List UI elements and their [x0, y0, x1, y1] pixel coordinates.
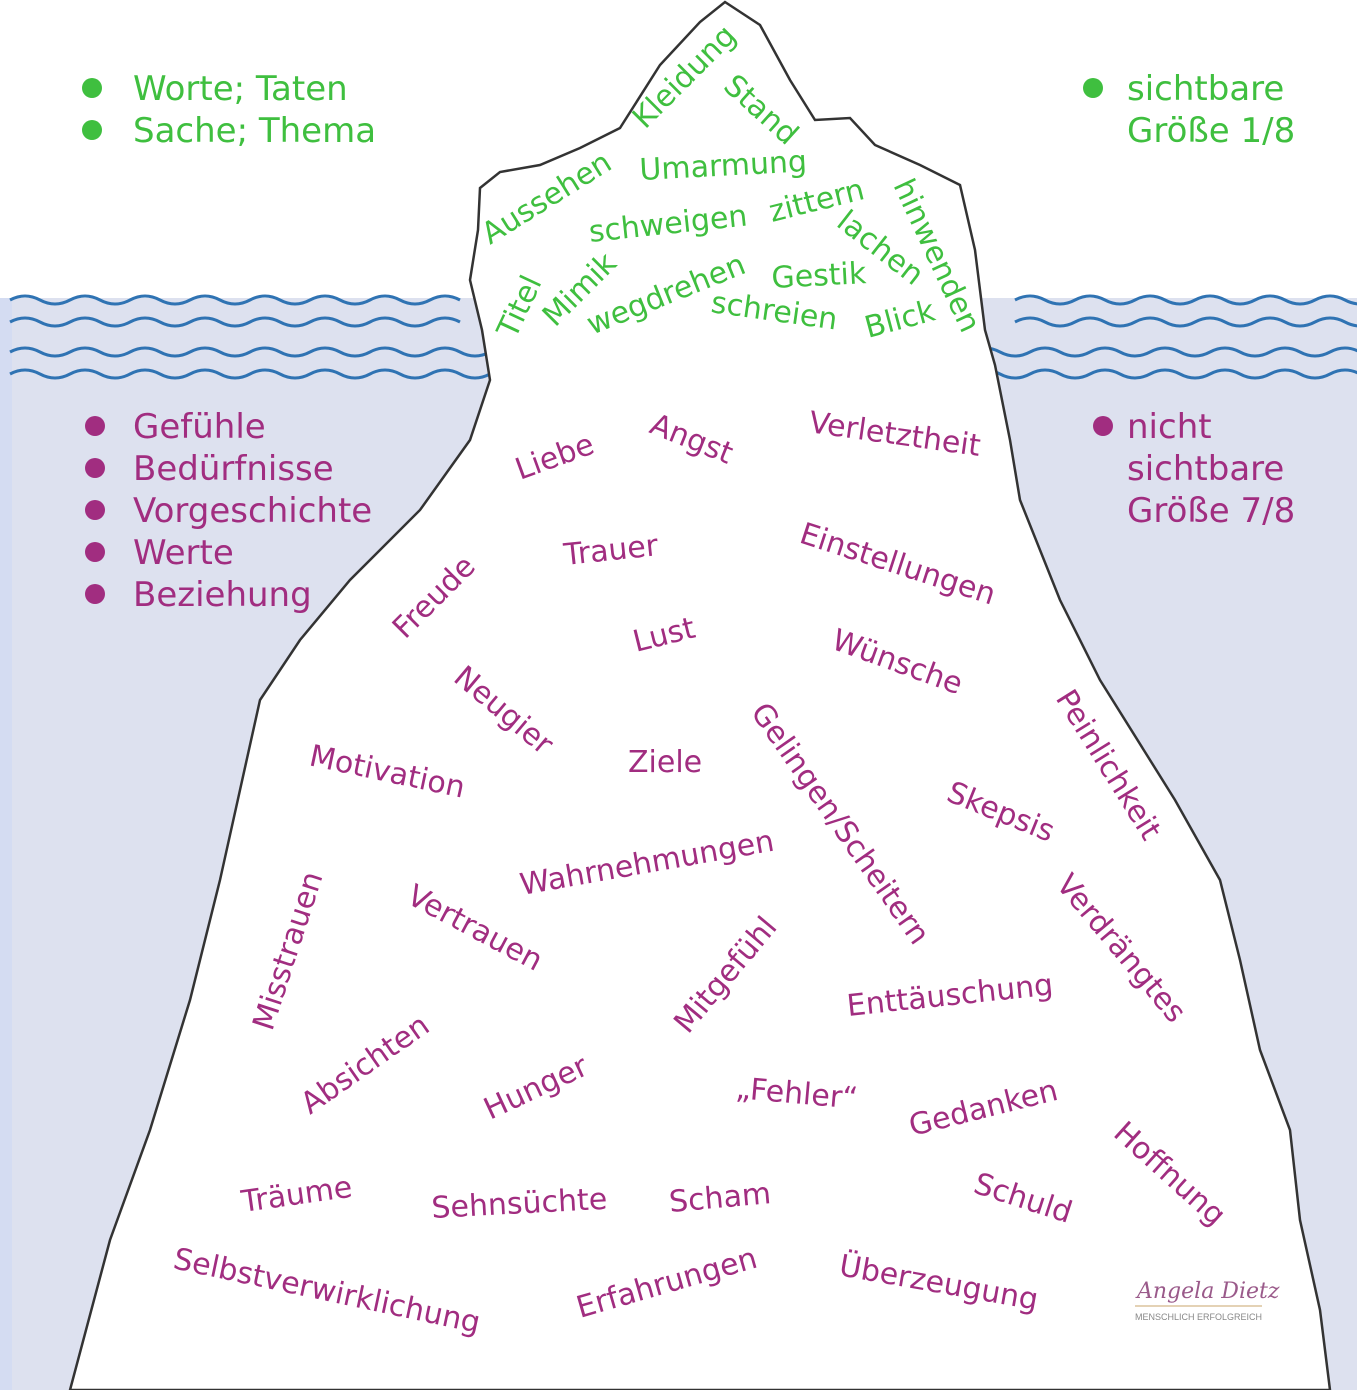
legend-item: Gefühle	[133, 407, 266, 447]
legend-bullet	[1083, 78, 1103, 98]
iceberg-shape	[68, 0, 1332, 1390]
word-above: Gestik	[771, 256, 868, 296]
legend-bullet	[1093, 416, 1113, 436]
legend-bottom-right: nicht sichtbare Größe 7/8	[1093, 407, 1295, 531]
legend-bullet	[85, 542, 105, 562]
signature-logo: Angela Dietz MENSCHLICH ERFOLGREICH	[1135, 1279, 1280, 1322]
legend-item: nicht	[1127, 407, 1212, 447]
legend-item: sichtbare	[1127, 69, 1284, 109]
legend-item: Werte	[133, 533, 234, 573]
legend-item: Worte; Taten	[133, 69, 348, 109]
legend-bullet	[82, 78, 102, 98]
legend-item: Sache; Thema	[133, 111, 376, 151]
legend-bullet	[82, 120, 102, 140]
legend-bullet	[85, 500, 105, 520]
legend-top-right: sichtbare Größe 1/8	[1083, 69, 1295, 151]
waves-right	[1014, 294, 1357, 328]
signature-name: Angela Dietz	[1135, 1279, 1280, 1304]
legend-item: Beziehung	[133, 575, 312, 615]
word-below: Ziele	[628, 745, 702, 780]
legend-bullet	[85, 416, 105, 436]
legend-item: Vorgeschichte	[133, 491, 372, 531]
legend-bullet	[85, 584, 105, 604]
signature-tagline: MENSCHLICH ERFOLGREICH	[1135, 1312, 1262, 1322]
legend-bottom-left: Gefühle Bedürfnisse Vorgeschichte Werte …	[85, 407, 372, 615]
legend-item: Bedürfnisse	[133, 449, 334, 489]
legend-top-left: Worte; Taten Sache; Thema	[82, 69, 376, 151]
legend-item: Größe 1/8	[1127, 111, 1295, 151]
water-edge-strip	[0, 298, 12, 1390]
legend-item: Größe 7/8	[1127, 491, 1295, 531]
legend-item: sichtbare	[1127, 449, 1284, 489]
legend-bullet	[85, 458, 105, 478]
